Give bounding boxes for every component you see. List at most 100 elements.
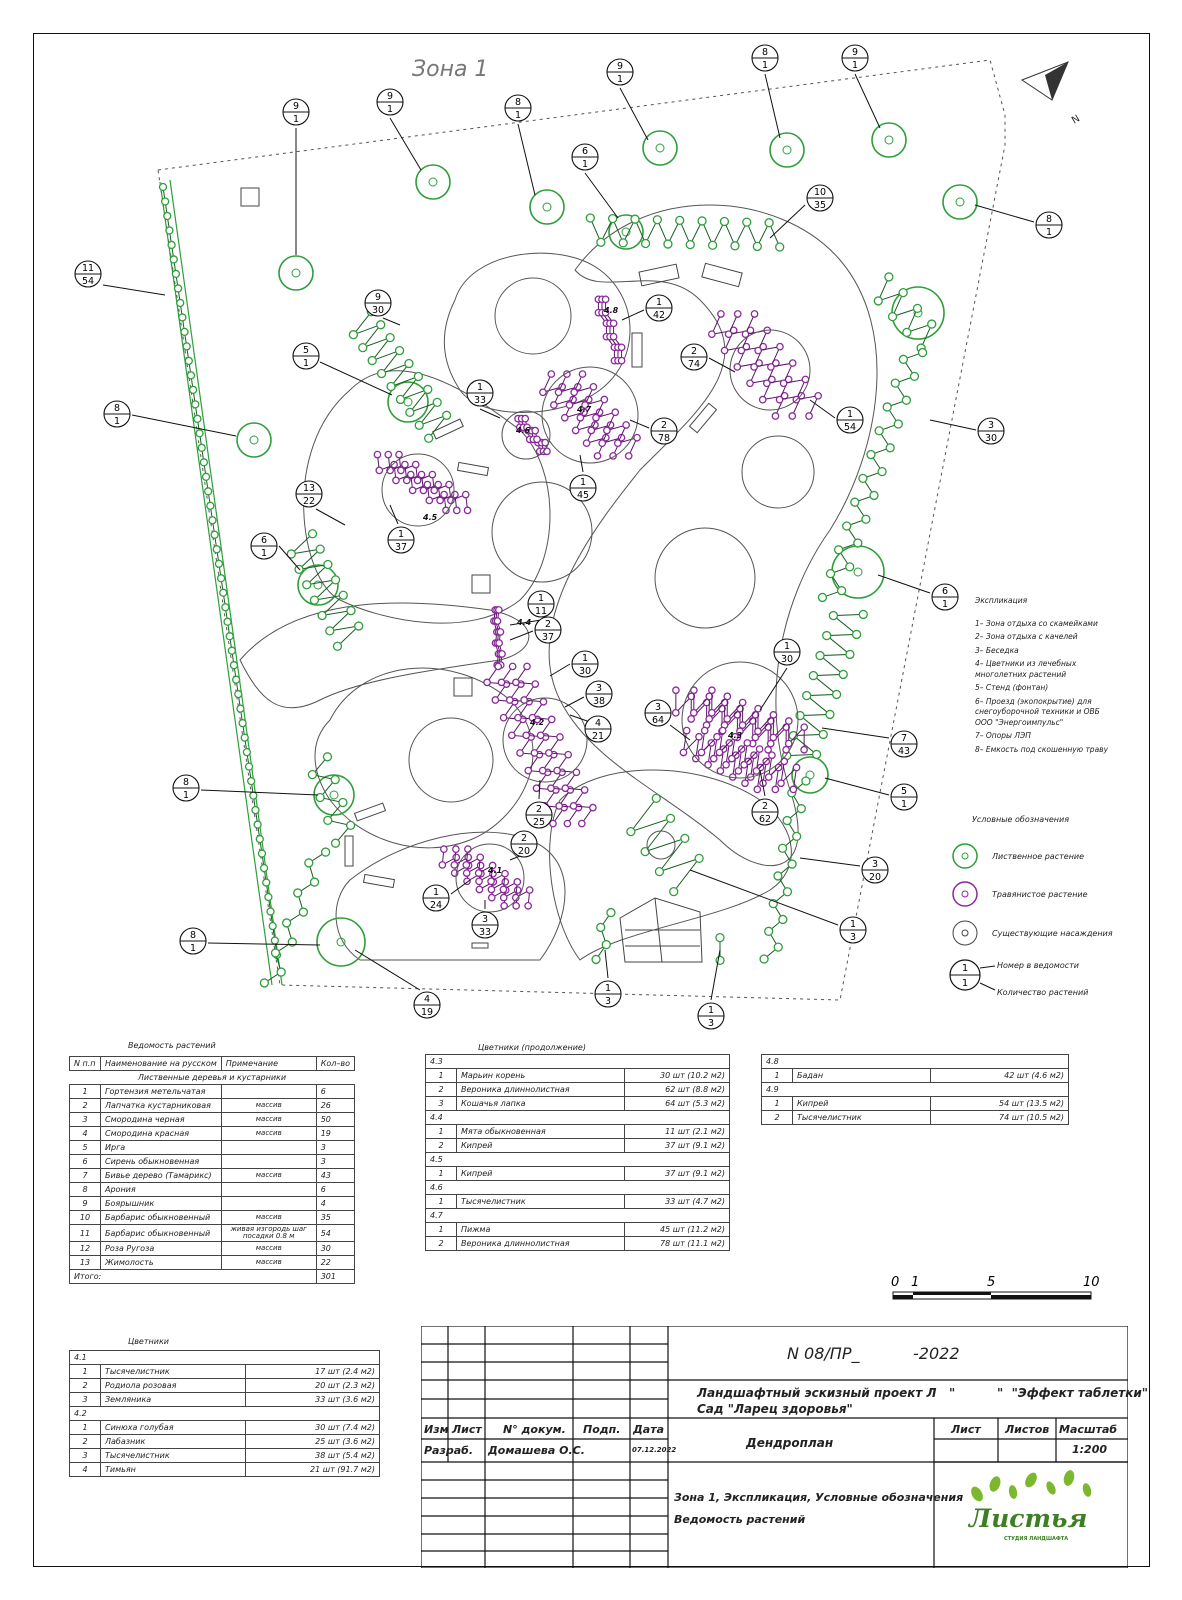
- table-cell: 62 шт (8.8 м2): [623, 1082, 731, 1097]
- marker-number: 1: [477, 382, 483, 393]
- table-cell: Гортензия метельчатая: [100, 1084, 222, 1099]
- marker-number: 4: [424, 994, 430, 1005]
- table-cell: 4: [69, 1126, 101, 1141]
- plant-marker: 81: [103, 400, 237, 437]
- plant-marker: 338: [564, 680, 613, 708]
- plant-group: [307, 752, 356, 848]
- table-group-row: 4.6: [425, 1180, 730, 1195]
- marker-number: 1: [784, 641, 790, 652]
- plant-group: [462, 845, 534, 910]
- plant-marker: 81: [751, 44, 781, 139]
- plant-group: [395, 450, 472, 515]
- table-cell: Марьин корень: [456, 1068, 625, 1083]
- col-date: Дата: [633, 1423, 665, 1436]
- marker-quantity: 20: [518, 846, 530, 857]
- plant-marker: 130: [759, 638, 801, 711]
- marker-quantity: 1: [387, 104, 393, 115]
- table-cell: 5: [69, 1140, 101, 1155]
- plant-marker: 13: [697, 949, 725, 1030]
- plant-group: [373, 450, 450, 515]
- marker-number: 4: [595, 718, 601, 729]
- marker-quantity: 1: [942, 599, 948, 610]
- plant-group: [158, 182, 282, 960]
- table-cell: 3: [69, 1392, 101, 1407]
- plant-marker: 930: [364, 289, 401, 326]
- scale-tick: 10: [1083, 1275, 1100, 1290]
- plant-marker: 145: [569, 454, 597, 502]
- tree-icon: [415, 164, 451, 200]
- table-cell: 17 шт (2.4 м2): [245, 1364, 380, 1379]
- plant-marker: 137: [387, 504, 415, 554]
- plant-marker: 142: [621, 294, 673, 322]
- legend-symbols: 1 1: [949, 843, 996, 991]
- bed-label: 4.8: [603, 306, 619, 315]
- marker-number: 13: [303, 483, 315, 494]
- table-cell: 1: [69, 1084, 101, 1099]
- marker-number: 3: [872, 859, 878, 870]
- table-group-row: 4.1: [69, 1350, 380, 1365]
- marker-number: 1: [398, 529, 404, 540]
- table-cell: 25 шт (3.6 м2): [245, 1434, 380, 1449]
- table-cell: Вероника длиннолистная: [456, 1236, 625, 1251]
- table-cell: Смородина черная: [100, 1112, 222, 1127]
- table-cell: 50: [315, 1112, 356, 1127]
- table-cell: 12: [69, 1241, 101, 1256]
- plant-marker: 743: [821, 727, 918, 758]
- marker-quantity: 1: [293, 114, 299, 125]
- plant-group: [601, 295, 626, 365]
- table-cell: 30 шт (10.2 м2): [623, 1068, 731, 1083]
- table-cell: 37 шт (9.1 м2): [623, 1138, 731, 1153]
- marker-quantity: 30: [372, 305, 384, 316]
- table-cell: 11: [69, 1224, 101, 1242]
- marker-quantity: 20: [869, 872, 881, 883]
- marker-quantity: 33: [474, 395, 486, 406]
- svg-text:N: N: [1070, 113, 1082, 126]
- plant-group: [689, 686, 791, 754]
- table-cell: Арония: [100, 1182, 222, 1197]
- plant-marker: 133: [466, 379, 501, 419]
- table-cell: 38 шт (5.4 м2): [245, 1448, 380, 1463]
- legend-marker-qty-label: Количество растений: [997, 988, 1089, 997]
- sheet-title: Дендроплан: [746, 1436, 834, 1450]
- marker-quantity: 62: [759, 814, 771, 825]
- marker-quantity: 43: [898, 746, 910, 757]
- marker-number: 2: [536, 804, 542, 815]
- date: 07.12.2022: [632, 1446, 677, 1454]
- plant-group: [554, 370, 626, 460]
- bed-outline: [455, 843, 525, 913]
- bed-outline: [381, 453, 455, 527]
- table-cell: [220, 1084, 317, 1099]
- tree-icon: [608, 214, 644, 250]
- table-cell: 2: [761, 1110, 793, 1125]
- table-cell: [220, 1182, 317, 1197]
- doc-number: N 08/ПР_: [787, 1344, 860, 1363]
- table-cell: Лабазник: [99, 1434, 247, 1449]
- table-cell: 74 шт (10.5 м2): [929, 1110, 1070, 1125]
- plant-group: [512, 662, 597, 828]
- table-cell: 3: [315, 1140, 356, 1155]
- table-cell: 7: [69, 1168, 101, 1183]
- table-cell: 301: [315, 1269, 356, 1284]
- marker-number: 9: [617, 61, 623, 72]
- table-cell: Лапчатка кустарниковая: [100, 1098, 222, 1113]
- table-cell: 35: [315, 1210, 356, 1225]
- explication: Экспликация 1– Зона отдыха со скамейками…: [975, 596, 1115, 758]
- legend-item-label: Существующие насаждения: [992, 929, 1113, 938]
- plant-group: [873, 272, 937, 353]
- table-cell: 33 шт (4.7 м2): [623, 1194, 731, 1209]
- table-cell: 20 шт (2.3 м2): [245, 1378, 380, 1393]
- table-cell: Смородина красная: [100, 1126, 222, 1141]
- legend-title: Условные обозначения: [972, 815, 1070, 824]
- table-cell: массив: [220, 1241, 317, 1256]
- plant-marker: 51: [292, 342, 393, 396]
- scale-tick: 1: [911, 1275, 919, 1290]
- marker-quantity: 1: [515, 110, 521, 121]
- plant-markers: 9191819181916110358111549305114227413381…: [74, 44, 1063, 1030]
- marker-quantity: 1: [1046, 227, 1052, 238]
- table-cell: 2: [425, 1138, 457, 1153]
